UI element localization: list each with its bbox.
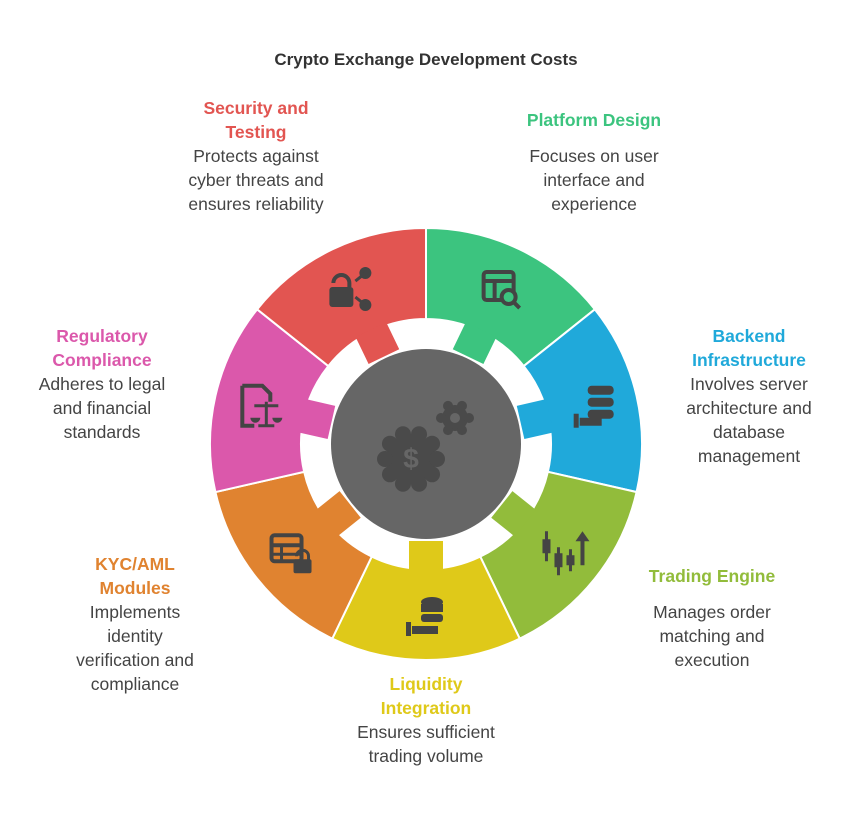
table-lock-icon (269, 533, 312, 574)
server-hand-icon (573, 385, 614, 428)
segment-description: Manages order (653, 602, 771, 622)
coins-hand-icon (406, 597, 443, 636)
segment-tab-security-and-testing (355, 322, 400, 364)
segment-tab-liquidity-integration (409, 541, 443, 571)
segment-tab-kyc-aml-modules (316, 491, 361, 537)
segment-description: architecture and (686, 398, 812, 418)
segment-title: Compliance (52, 350, 152, 370)
segment-description: compliance (90, 674, 180, 694)
segment-description: standards (63, 422, 141, 442)
segment-tab-backend-infrastructure (516, 399, 554, 439)
segment-title: Infrastructure (692, 350, 806, 370)
segment-description: database (712, 422, 785, 442)
segment-description: Protects against (193, 146, 319, 166)
segment-description: Adheres to legal (38, 374, 166, 394)
segment-description: matching and (659, 626, 765, 646)
segment-description: interface and (543, 170, 645, 190)
segment-description: cyber threats and (188, 170, 324, 190)
segment-description: Ensures sufficient (357, 722, 495, 742)
table-search-icon (481, 270, 522, 310)
segment-tab-regulatory-compliance (298, 399, 336, 439)
segment-title: Regulatory (56, 326, 148, 346)
segment-description: trading volume (368, 746, 484, 766)
segment-description: verification and (76, 650, 194, 670)
diagram-title: Crypto Exchange Development Costs (274, 50, 578, 69)
svg-text:$: $ (403, 443, 419, 474)
segment-title: Integration (380, 698, 472, 718)
segment-description: ensures reliability (188, 194, 324, 214)
segment-description: execution (674, 650, 750, 670)
segment-tab-platform-design (452, 322, 497, 364)
segment-title: Testing (225, 122, 287, 142)
segment-title: Liquidity (389, 674, 463, 694)
segment-title: Modules (99, 578, 171, 598)
segment-title: Security and (203, 98, 309, 118)
segment-description: Implements (89, 602, 181, 622)
lock-share-icon (329, 267, 372, 312)
segment-tab-trading-engine (491, 491, 536, 537)
segment-title: Trading Engine (648, 566, 776, 586)
segment-description: identity (107, 626, 163, 646)
document-scale-icon (240, 383, 283, 428)
segment-description: experience (551, 194, 637, 214)
candlestick-chart-icon (542, 531, 590, 576)
segment-title: Platform Design (526, 110, 662, 130)
segment-description: and financial (52, 398, 152, 418)
segment-description: Focuses on user (529, 146, 659, 166)
gear-dollar-icon: $ (377, 400, 474, 492)
segment-title: Backend (712, 326, 786, 346)
segment-description: management (697, 446, 801, 466)
segment-description: Involves server (690, 374, 808, 394)
segment-title: KYC/AML (95, 554, 175, 574)
